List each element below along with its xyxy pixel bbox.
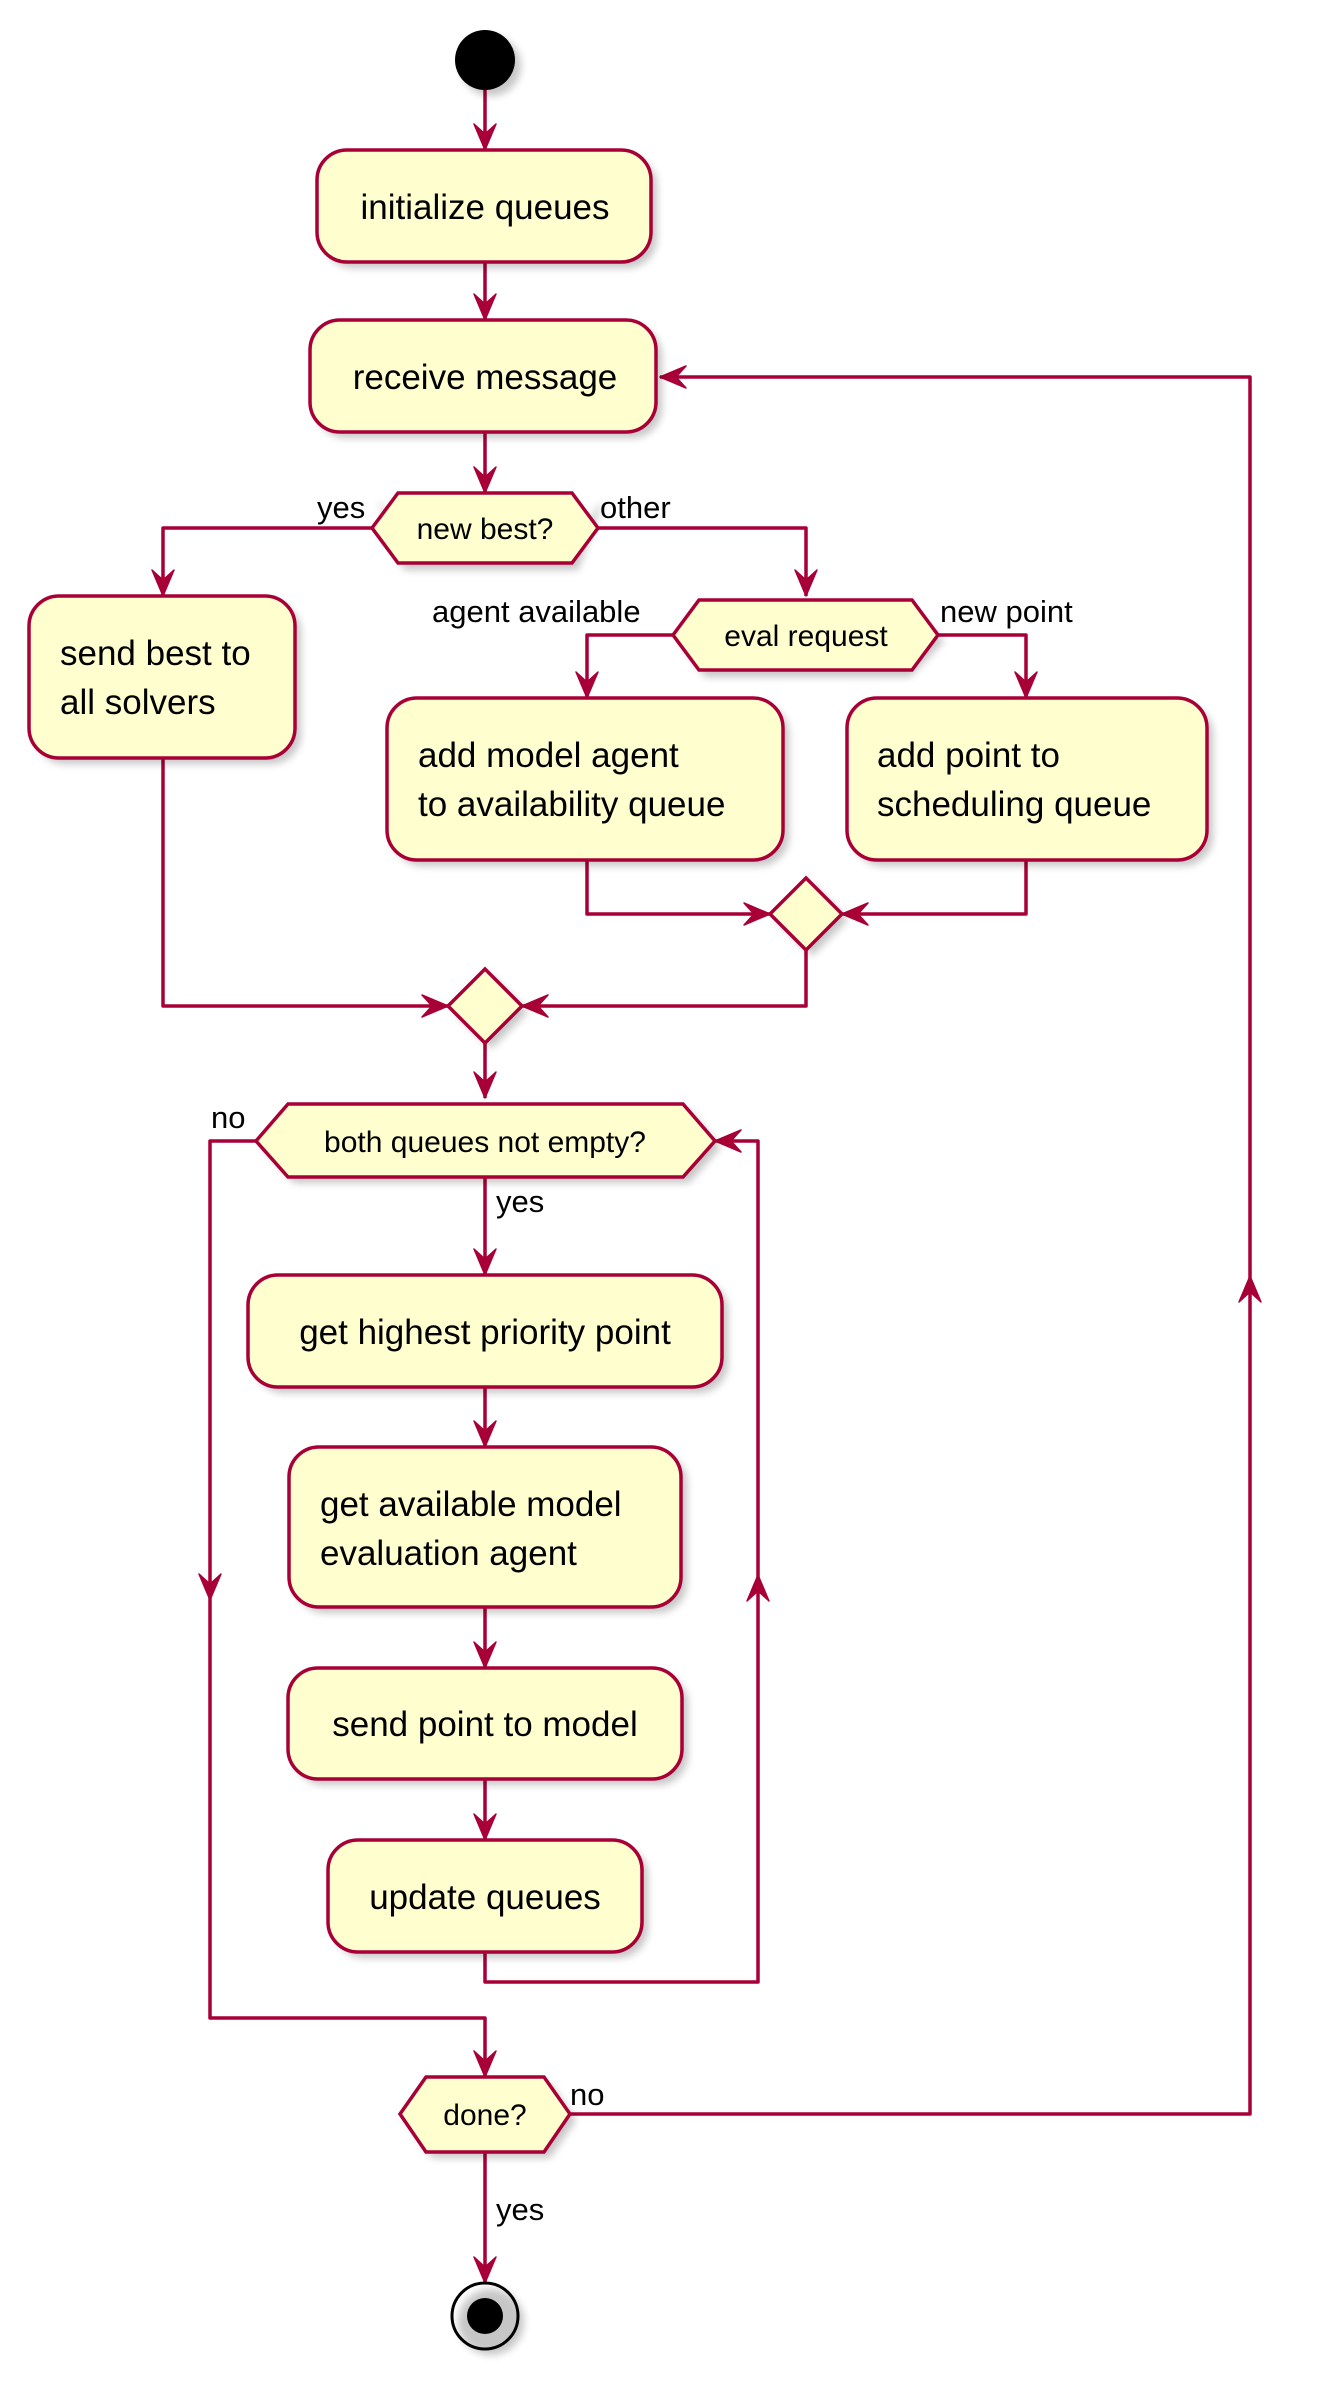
- activity-add-agent: add model agent to availability queue: [385, 696, 789, 866]
- arrowhead: [473, 1813, 497, 1841]
- stop-outer-ring: [450, 2281, 520, 2351]
- arrowhead: [473, 2256, 497, 2284]
- arrowhead: [746, 1574, 770, 1602]
- edge-send-best-to-merge: [161, 758, 448, 1008]
- activity-label: send point to model: [332, 1705, 637, 1744]
- edge-eval-new-point: [938, 633, 1028, 698]
- arrowhead: [521, 994, 549, 1018]
- edge-done-no: [570, 375, 1252, 2116]
- activity-label-line-1: add point to: [877, 736, 1060, 775]
- edge-label-yes: yes: [496, 1184, 544, 1219]
- arrowhead: [575, 671, 599, 699]
- edge-new-best-other: [598, 526, 808, 596]
- arrowhead: [151, 569, 175, 597]
- activity-label: receive message: [353, 358, 618, 397]
- arrowheads: [151, 123, 1262, 2284]
- merge-main: [445, 966, 528, 1049]
- start-circle: [455, 30, 515, 90]
- edge-new-best-yes: [161, 526, 372, 596]
- arrowhead: [714, 1129, 742, 1153]
- arrowhead: [473, 466, 497, 494]
- activity-label-line-2: evaluation agent: [320, 1534, 577, 1573]
- activity-get-point: get highest priority point: [246, 1273, 728, 1393]
- decision-new-best: new best?: [369, 491, 604, 570]
- stop-node: [450, 2281, 524, 2355]
- arrowhead: [473, 2050, 497, 2078]
- decision-label: done?: [443, 2099, 526, 2132]
- activity-add-point: add point to scheduling queue: [845, 696, 1213, 866]
- decision-both-queues: both queues not empty?: [253, 1102, 721, 1183]
- activity-get-agent: get available model evaluation agent: [287, 1445, 687, 1613]
- activity-label: get highest priority point: [299, 1313, 671, 1352]
- start-node: [455, 30, 521, 96]
- edge-label-yes: yes: [496, 2192, 544, 2227]
- decision-label: new best?: [417, 513, 554, 546]
- edge-eval-merge-to-main-merge: [522, 950, 808, 1008]
- activity-send-point: send point to model: [286, 1666, 688, 1785]
- activity-label-line-1: send best to: [60, 634, 251, 673]
- activity-update-queues: update queues: [326, 1838, 648, 1958]
- edge-eval-agent-available: [585, 633, 673, 698]
- activity-label-line-2: to availability queue: [418, 785, 725, 824]
- arrowhead: [794, 569, 818, 597]
- edge-loop-no: [208, 1139, 487, 2077]
- merge-eval: [767, 875, 848, 956]
- stop-inner-dot: [467, 2298, 503, 2334]
- edge-label-yes: yes: [317, 490, 365, 525]
- activity-label-line-2: scheduling queue: [877, 785, 1151, 824]
- activity-label-line-1: get available model: [320, 1485, 622, 1524]
- arrowhead: [1014, 671, 1038, 699]
- decision-label: both queues not empty?: [324, 1126, 646, 1159]
- decision-eval-request: eval request: [670, 598, 944, 677]
- edge-labels: yes other agent available new point no y…: [211, 490, 1073, 2227]
- arrowhead: [473, 123, 497, 151]
- edge-loop-back: [483, 1139, 760, 1984]
- edge-label-other: other: [600, 490, 671, 525]
- edge-label-agent-available: agent available: [432, 594, 641, 629]
- activity-label-line-1: add model agent: [418, 736, 679, 775]
- edge-agent-to-merge: [585, 860, 770, 916]
- decision-done: done?: [397, 2075, 576, 2158]
- arrowhead: [421, 994, 449, 1018]
- arrowhead: [198, 1573, 222, 1601]
- arrowhead: [1238, 1275, 1262, 1303]
- edge-label-no: no: [570, 2077, 604, 2112]
- arrowhead: [473, 1071, 497, 1099]
- arrowhead: [473, 1420, 497, 1448]
- arrowhead: [841, 902, 869, 926]
- arrowhead: [743, 902, 771, 926]
- arrowhead: [473, 293, 497, 321]
- arrowhead: [473, 1248, 497, 1276]
- activity-initialize-queues: initialize queues: [315, 148, 657, 268]
- activity-send-best: send best to all solvers: [27, 594, 301, 764]
- edge-label-no: no: [211, 1100, 245, 1135]
- activity-receive-message: receive message: [308, 318, 662, 438]
- arrowhead: [659, 365, 687, 389]
- edge-point-to-merge: [842, 860, 1028, 916]
- edge-label-new-point: new point: [940, 594, 1073, 629]
- activity-label: initialize queues: [360, 188, 609, 227]
- decision-label: eval request: [724, 620, 888, 653]
- arrowhead: [473, 1641, 497, 1669]
- activity-label: update queues: [369, 1878, 601, 1917]
- activity-label-line-2: all solvers: [60, 683, 216, 722]
